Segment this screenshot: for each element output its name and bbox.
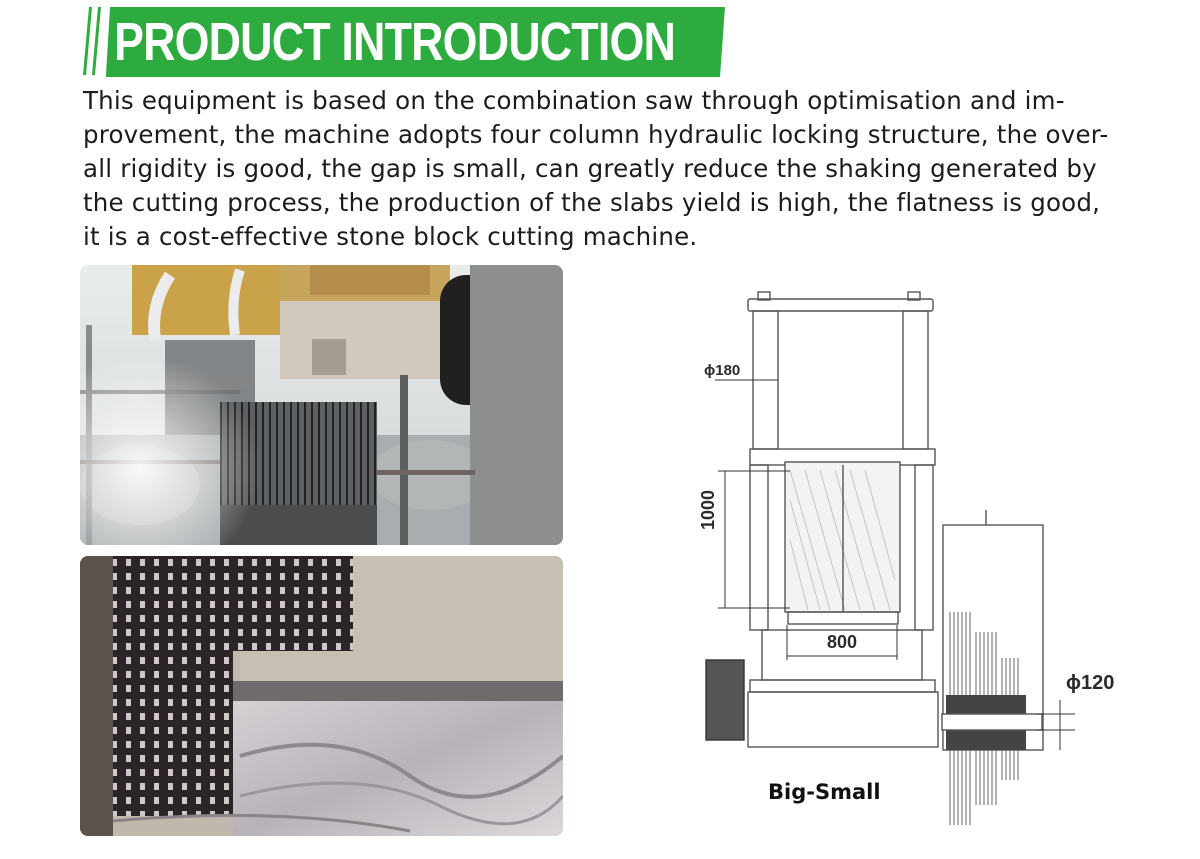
- section-banner: PRODUCT INTRODUCTION: [80, 5, 725, 77]
- intro-line: all rigidity is good, the gap is small, …: [83, 154, 1097, 183]
- intro-line: the cutting process, the production of t…: [83, 188, 1101, 217]
- intro-line: provement, the machine adopts four colum…: [83, 120, 1109, 149]
- intro-line: This equipment is based on the combinati…: [83, 86, 1065, 115]
- diagram-caption: Big-Small: [768, 780, 881, 804]
- stone-cut-photo: [80, 556, 563, 836]
- machine-diagram: ϕ180 1000 800 ϕ120: [690, 280, 1150, 840]
- cutting-photo: [80, 265, 563, 545]
- shaft-diameter-label: ϕ120: [1066, 672, 1115, 694]
- height-dimension-label: 1000: [698, 489, 718, 530]
- intro-line: it is a cost-effective stone block cutti…: [83, 222, 698, 251]
- column-diameter-label: ϕ180: [704, 362, 741, 379]
- width-dimension-label: 800: [827, 632, 858, 652]
- intro-paragraph: This equipment is based on the combinati…: [83, 84, 1168, 254]
- banner-background: [83, 7, 725, 77]
- page-title: PRODUCT INTRODUCTION: [114, 12, 676, 72]
